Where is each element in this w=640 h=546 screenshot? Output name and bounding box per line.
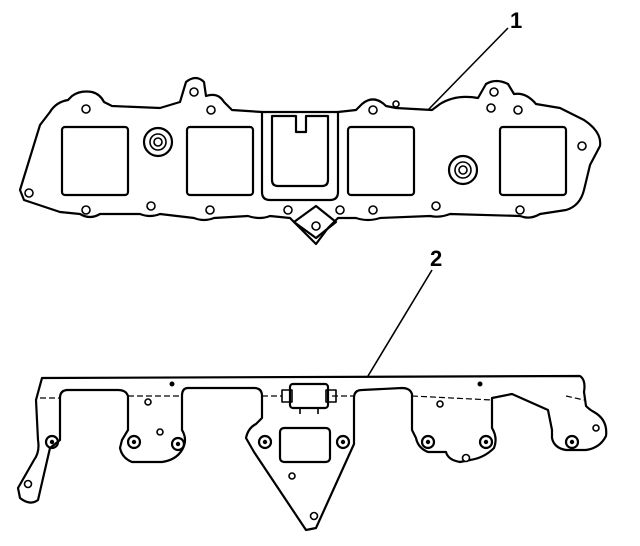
gasket-part-1: [18, 76, 602, 246]
gasket-2-center-connector: [281, 382, 337, 414]
gasket-2-outline: [16, 374, 608, 532]
gasket-2-dashed-right: [565, 395, 585, 401]
gasket-part-2: [16, 374, 608, 532]
callout-1: 1: [510, 8, 522, 33]
gasket-1-grommet-right: [447, 154, 479, 186]
gasket-1-outline: [18, 76, 602, 246]
leader-line-1: [427, 27, 509, 111]
gasket-1-port-1: [60, 125, 130, 197]
gasket-1-bottom-tab: [292, 204, 338, 240]
gasket-1-grommet-left: [142, 126, 174, 158]
gasket-1-port-4: [498, 125, 568, 197]
gasket-2-grommets: [44, 434, 580, 452]
gasket-1-center-notch: [260, 110, 340, 202]
gasket-1-tab-hole: [311, 221, 321, 231]
leader-line-2: [367, 269, 433, 377]
gasket-1-port-3: [346, 125, 416, 197]
gasket-2-center-window: [278, 426, 332, 464]
gasket-2-dashed-seg-4: [411, 395, 493, 401]
gasket-1-center-notch-inner: [270, 114, 330, 188]
gasket-1-port-2: [185, 125, 255, 197]
gasket-1-bolt-holes: [24, 87, 587, 215]
gasket-2-small-holes: [23, 381, 600, 521]
callout-2: 2: [430, 246, 442, 271]
